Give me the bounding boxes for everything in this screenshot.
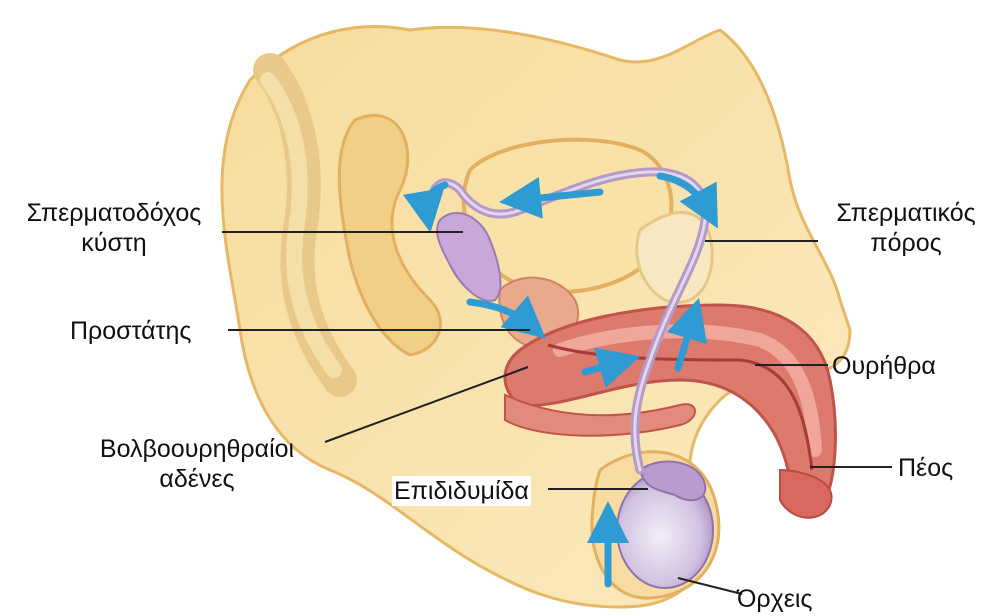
- label-penis: Πέος: [898, 453, 953, 483]
- label-bulbourethral-glands: Βολβοουρηθραίοι αδένες: [72, 434, 322, 494]
- label-prostate: Προστάτης: [70, 316, 191, 346]
- label-epididymis: Επιδιδυμίδα: [392, 476, 531, 506]
- label-urethra: Ουρήθρα: [832, 351, 936, 381]
- label-seminal-vesicle: Σπερματοδόχος κύστη: [8, 198, 220, 258]
- label-bulbourethral-line2: αδένες: [72, 464, 322, 494]
- label-testes: Όρχεις: [737, 584, 812, 614]
- label-seminal-vesicle-line1: Σπερματοδόχος: [8, 198, 220, 228]
- label-bulbourethral-line1: Βολβοουρηθραίοι: [72, 434, 322, 464]
- label-seminal-vesicle-line2: κύστη: [8, 228, 220, 258]
- label-vas-deferens-line1: Σπερματικός: [822, 198, 990, 228]
- label-vas-deferens: Σπερματικός πόρος: [822, 198, 990, 258]
- label-vas-deferens-line2: πόρος: [822, 228, 990, 258]
